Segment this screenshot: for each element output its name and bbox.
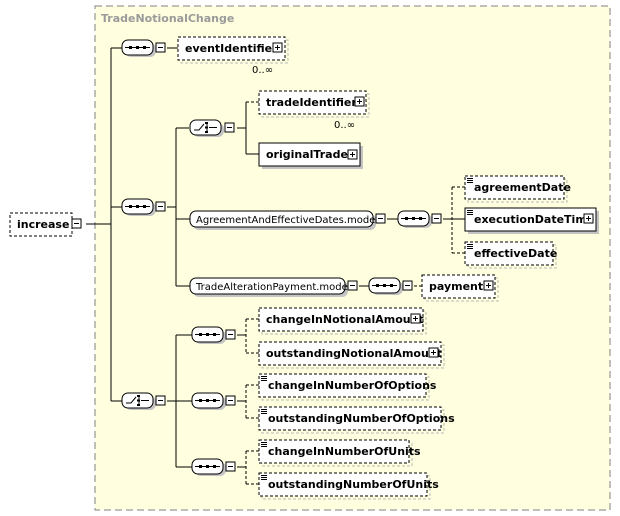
sequence-compositor[interactable]	[191, 326, 236, 344]
simple-type-icon	[467, 178, 473, 183]
expand-toggle-icon[interactable]	[272, 42, 283, 53]
sequence-compositor[interactable]	[121, 198, 166, 216]
root-element-increase[interactable]: increase	[9, 212, 82, 237]
group-label: TradeAlterationPayment.model	[195, 282, 351, 293]
element-execution-date-time[interactable]: executionDateTime	[464, 207, 599, 234]
group-trade-alteration-payment[interactable]: TradeAlterationPayment.model	[189, 277, 358, 297]
element-label: outstandingNumberOfUnits	[268, 478, 439, 491]
element-label: payment	[429, 280, 483, 293]
expand-toggle-icon[interactable]	[428, 347, 439, 358]
element-label: outstandingNotionalAmount	[266, 347, 442, 360]
expand-toggle-icon[interactable]	[354, 96, 365, 107]
element-label: originalTrade	[266, 148, 348, 161]
expand-toggle-icon[interactable]	[347, 149, 358, 160]
element-label: tradeIdentifier	[266, 96, 357, 109]
collapse-toggle-icon[interactable]	[431, 213, 442, 224]
element-outstanding-number-of-units[interactable]: outstandingNumberOfUnits	[258, 472, 439, 500]
element-effective-date[interactable]: effectiveDate	[464, 241, 557, 269]
collapse-toggle-icon[interactable]	[402, 280, 413, 291]
type-title: TradeNotionalChange	[101, 12, 234, 25]
sequence-compositor[interactable]	[368, 277, 413, 295]
element-label: changeInNumberOfUnits	[268, 445, 421, 458]
connector-lines	[86, 47, 465, 485]
choice-compositor[interactable]	[189, 119, 235, 137]
expand-toggle-icon[interactable]	[583, 213, 594, 224]
group-label: AgreementAndEffectiveDates.model	[196, 215, 378, 226]
element-label: executionDateTime	[474, 213, 594, 226]
collapse-toggle-icon[interactable]	[225, 329, 236, 340]
element-payment[interactable]: payment	[421, 274, 499, 302]
element-label: eventIdentifier	[185, 42, 278, 55]
element-change-in-number-of-options[interactable]: changeInNumberOfOptions	[258, 373, 437, 401]
collapse-toggle-icon[interactable]	[225, 395, 236, 406]
collapse-toggle-icon[interactable]	[155, 395, 166, 406]
element-original-trade[interactable]: originalTrade	[258, 142, 363, 169]
element-change-in-notional-amount[interactable]: changeInNotionalAmount	[258, 307, 427, 335]
element-label: agreementDate	[474, 181, 571, 194]
collapse-toggle-icon[interactable]	[155, 201, 166, 212]
element-outstanding-number-of-options[interactable]: outstandingNumberOfOptions	[258, 406, 455, 434]
element-trade-identifier[interactable]: tradeIdentifier	[258, 90, 370, 118]
element-label: outstandingNumberOfOptions	[268, 412, 455, 425]
collapse-toggle-icon[interactable]	[347, 280, 358, 291]
simple-type-icon	[261, 409, 267, 414]
simple-type-icon	[261, 475, 267, 480]
element-label: changeInNotionalAmount	[266, 313, 424, 326]
sequence-compositor[interactable]	[121, 39, 166, 57]
element-change-in-number-of-units[interactable]: changeInNumberOfUnits	[258, 439, 421, 467]
collapse-toggle-icon[interactable]	[225, 461, 236, 472]
element-label: effectiveDate	[474, 247, 557, 260]
root-element-label: increase	[17, 218, 69, 231]
collapse-toggle-icon[interactable]	[224, 122, 235, 133]
expand-toggle-icon[interactable]	[410, 313, 421, 324]
collapse-toggle-icon[interactable]	[155, 42, 166, 53]
choice-compositor[interactable]	[121, 392, 166, 410]
collapse-toggle-icon[interactable]	[375, 213, 386, 224]
simple-type-icon	[467, 210, 473, 215]
element-outstanding-notional-amount[interactable]: outstandingNotionalAmount	[258, 341, 445, 369]
collapse-toggle-icon[interactable]	[71, 218, 82, 229]
element-event-identifier[interactable]: eventIdentifier	[177, 36, 289, 64]
expand-toggle-icon[interactable]	[483, 280, 494, 291]
group-agreement-and-effective-dates[interactable]: AgreementAndEffectiveDates.model	[189, 210, 386, 230]
sequence-compositor[interactable]	[397, 210, 442, 228]
simple-type-icon	[261, 442, 267, 447]
simple-type-icon	[467, 244, 473, 249]
sequence-compositor[interactable]	[191, 458, 236, 476]
occurrence-label: 0..∞	[334, 120, 355, 131]
element-label: changeInNumberOfOptions	[268, 379, 437, 392]
simple-type-icon	[261, 376, 267, 381]
element-agreement-date[interactable]: agreementDate	[464, 175, 571, 203]
occurrence-label: 0..∞	[252, 65, 273, 76]
sequence-compositor[interactable]	[191, 392, 236, 410]
